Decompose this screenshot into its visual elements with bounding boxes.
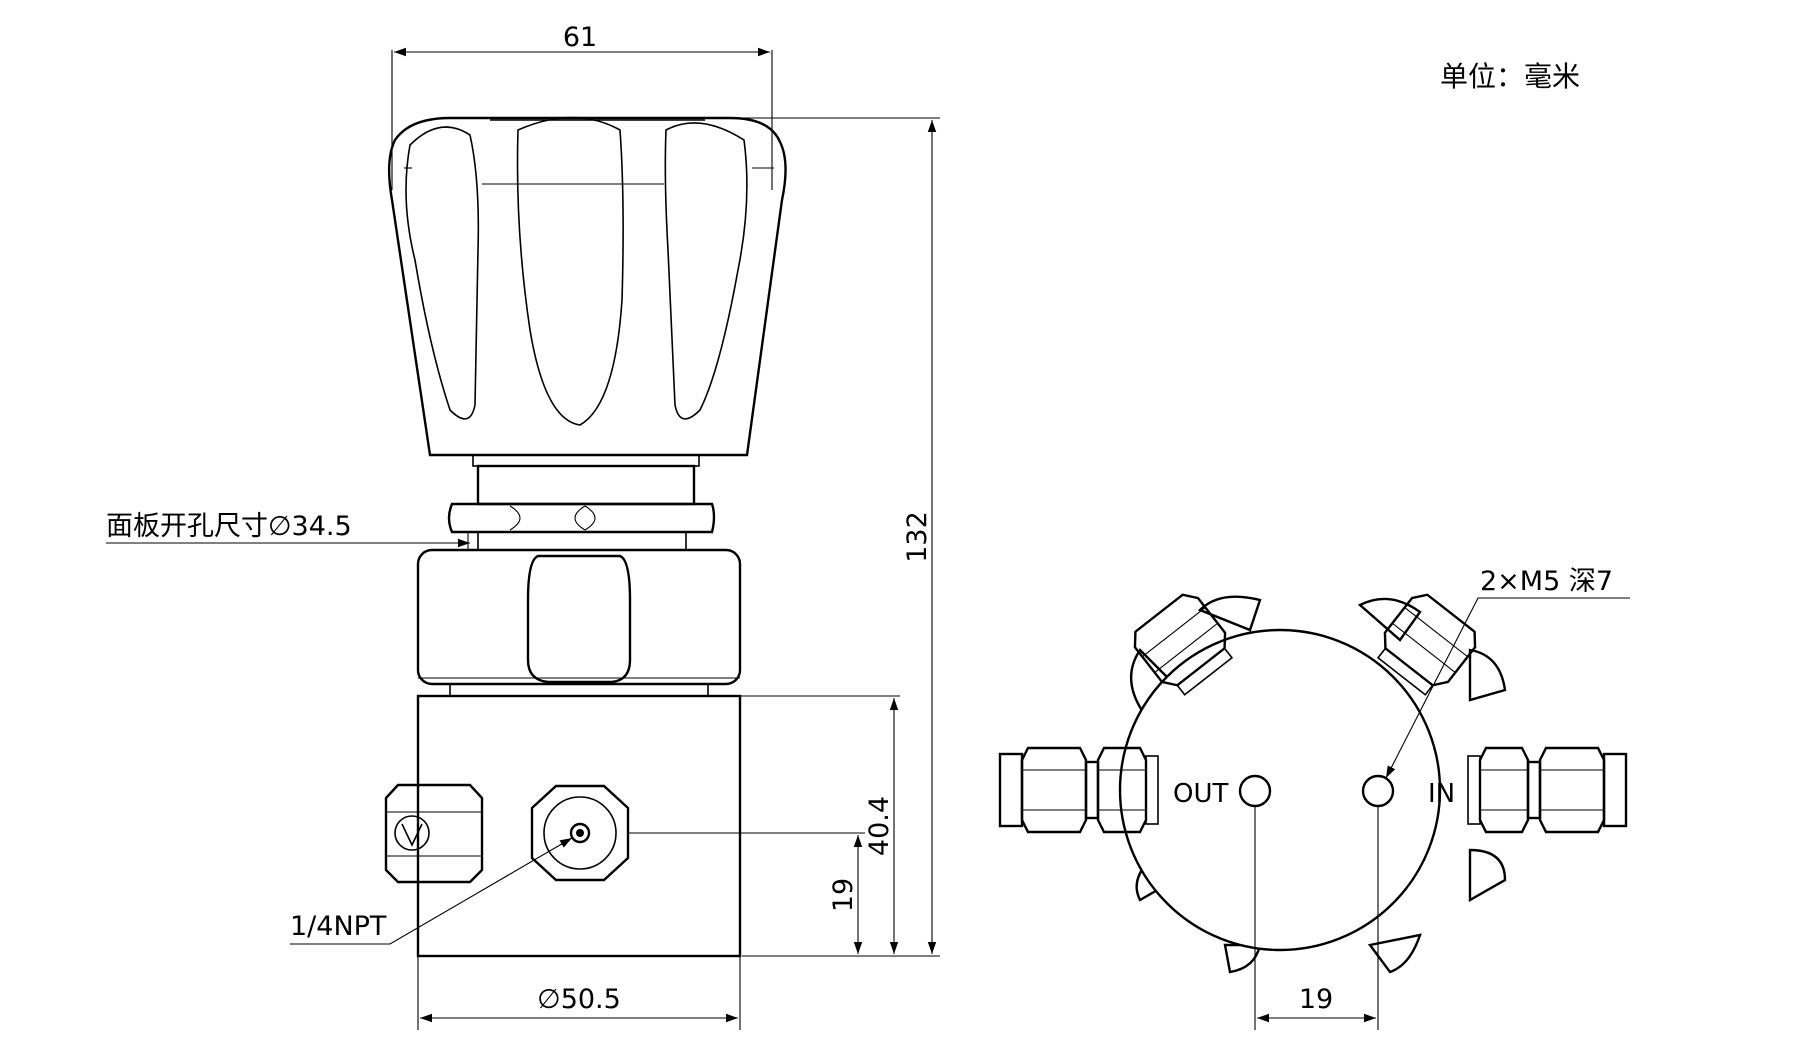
gauge-fitting-left [1133, 593, 1234, 696]
bottom-view: OUT IN [998, 593, 1628, 974]
dim-19-port: 19 [828, 878, 859, 912]
dim-19-spacing: 19 [1299, 984, 1333, 1015]
callout-panel-cutout: 面板开孔尺寸∅34.5 [106, 511, 470, 548]
dimension-total-height: 132 [730, 117, 940, 957]
bonnet-collar [447, 454, 716, 551]
out-label: OUT [1173, 779, 1228, 809]
dimension-hole-spacing: 19 [1254, 806, 1379, 1030]
front-view [384, 116, 787, 958]
callout-mount-holes: 2×M5 深7 [1385, 566, 1630, 779]
dim-61: 61 [563, 22, 597, 53]
adjusting-knob [387, 116, 787, 457]
bonnet [416, 548, 742, 697]
unit-note: 单位：毫米 [1440, 60, 1580, 93]
dimension-knob-width: 61 [391, 22, 773, 190]
callout-port-thread: 1/4NPT [290, 837, 573, 945]
inlet-fitting [1467, 746, 1628, 834]
npt-label: 1/4NPT [290, 911, 387, 942]
dimension-body-diameter: ∅50.5 [417, 956, 741, 1030]
dim-40-4: 40.4 [864, 796, 895, 856]
in-label: IN [1428, 779, 1455, 809]
panel-cutout-label: 面板开孔尺寸∅34.5 [106, 511, 352, 542]
outlet-fitting [998, 746, 1159, 834]
dim-50-5: ∅50.5 [537, 984, 621, 1015]
regulator-body [384, 694, 742, 958]
mount-holes-label: 2×M5 深7 [1480, 566, 1613, 597]
dimension-body-height: 40.4 [740, 695, 900, 954]
gauge-fitting-right [1376, 593, 1477, 696]
dim-132: 132 [902, 511, 933, 563]
dimension-port-height: 19 [628, 832, 865, 954]
